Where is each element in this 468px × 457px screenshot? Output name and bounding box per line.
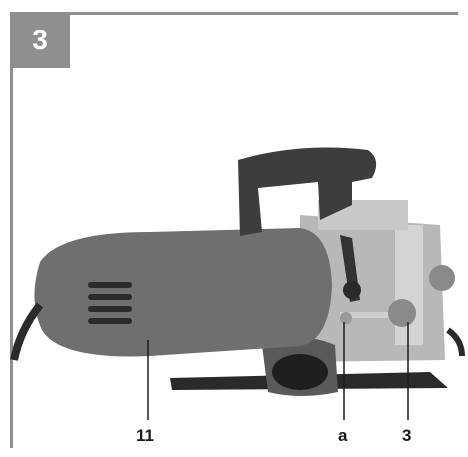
callout-a: a	[338, 426, 348, 445]
lever-pivot	[343, 281, 361, 299]
guide-rod	[340, 312, 400, 318]
callout-11: 11	[136, 426, 154, 445]
frame-left-rule	[10, 12, 13, 448]
power-cord	[10, 302, 44, 361]
figure-number-badge: 3	[10, 12, 70, 68]
adjust-knob	[388, 299, 416, 327]
frame-top-rule	[10, 12, 458, 15]
power-cord-right	[446, 327, 465, 357]
motor-housing	[34, 228, 332, 357]
dust-port-opening	[272, 354, 328, 390]
motor-vents	[88, 282, 132, 324]
callout-3: 3	[402, 426, 412, 445]
fence-lock-knob	[429, 265, 455, 291]
lever-pin	[340, 312, 352, 324]
d-handle	[238, 147, 377, 236]
fence-upright	[395, 225, 423, 345]
